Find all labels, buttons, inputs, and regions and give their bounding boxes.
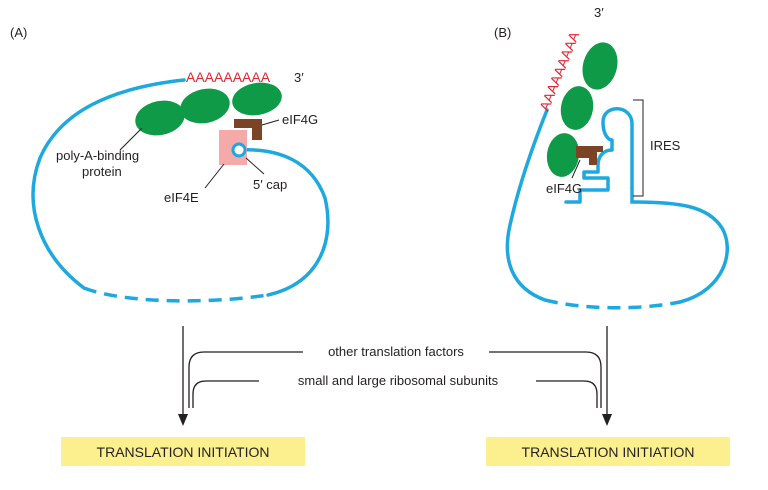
panel-a-pabp-label-1: poly-A-binding <box>56 148 139 163</box>
panel-a-eif4e-label: eIF4E <box>164 190 199 205</box>
panel-a-eif4g-leader <box>261 119 280 126</box>
panel-b-mrna-loop <box>505 108 549 302</box>
panel-a-pabp-3 <box>232 82 282 116</box>
panel-a-eif4g-label: eIF4G <box>282 112 318 127</box>
right-arrowhead <box>602 414 612 426</box>
panel-a-cap-label: 5′ cap <box>253 177 287 192</box>
factors-branch-right <box>489 351 602 408</box>
panel-a-mrna-loop <box>31 78 186 290</box>
translation-initiation-box-right: TRANSLATION INITIATION <box>486 437 730 466</box>
panel-b-eif4g <box>576 146 603 165</box>
panel-a-poly-a-tail: AAAAAAAAA <box>186 69 271 85</box>
panel-b-mrna-dashed <box>544 298 681 310</box>
panel-a-eif4g <box>234 119 262 140</box>
panel-b-letter: (B) <box>494 25 511 40</box>
other-factors-label: other translation factors <box>328 344 464 359</box>
panel-a-five-prime-cap <box>231 142 247 158</box>
panel-b-ires-bracket <box>633 99 644 197</box>
panel-a-eif4e-leader <box>204 163 225 189</box>
panel-a-pabp-2 <box>180 88 230 124</box>
panel-a-mrna-right <box>238 148 330 297</box>
left-arrowhead <box>178 414 188 426</box>
panel-b-ires-stem-loop <box>564 107 634 204</box>
panel-a-cap-leader <box>245 157 265 175</box>
panel-b-ires-label: IRES <box>650 138 681 153</box>
panel-a-mrna-dashed <box>83 286 269 303</box>
panel-b-pabp-3 <box>546 133 580 177</box>
panel-a-pabp-leader <box>119 127 143 151</box>
ribosome-branch-right <box>536 380 598 408</box>
panel-b-eif4g-leader <box>571 159 581 179</box>
panel-a-pabp-label-2: protein <box>82 164 122 179</box>
panel-b-three-prime: 3′ <box>594 5 604 20</box>
panel-b-pabp-1 <box>582 42 618 90</box>
ribosomal-subunits-label: small and large ribosomal subunits <box>298 373 499 388</box>
panel-a-pabp-1 <box>135 100 185 136</box>
panel-b-mrna-right <box>630 186 730 304</box>
panel-b-pabp-2 <box>560 86 594 130</box>
panel-b-eif4g-label: eIF4G <box>546 181 582 196</box>
panel-a-letter: (A) <box>10 25 27 40</box>
factors-branch-left <box>188 351 303 408</box>
panel-a-three-prime: 3′ <box>294 70 304 85</box>
translation-initiation-box-left: TRANSLATION INITIATION <box>61 437 305 466</box>
ribosome-branch-left <box>192 380 259 408</box>
